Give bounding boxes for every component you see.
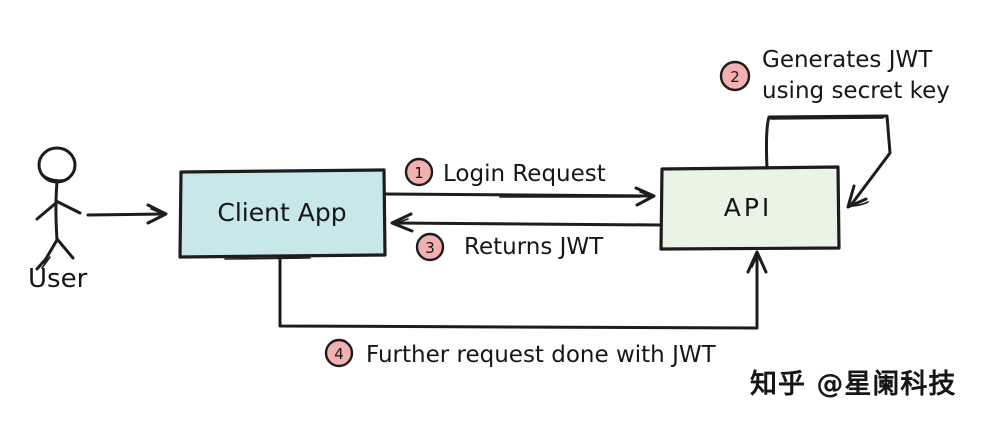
api-box (659, 165, 841, 251)
step-2-number: 2 (730, 68, 740, 86)
returns-jwt-arrowhead-sketch (395, 218, 409, 224)
client-app-label: Client App (217, 198, 346, 227)
watermark: 知乎 @星阑科技 (750, 369, 956, 400)
arrow-user-to-client (86, 203, 168, 225)
step-3-badge: 3 Returns JWT (415, 232, 604, 262)
arrow-login-request (383, 186, 656, 207)
further-request-shaft (278, 252, 759, 330)
login-request-shaft (383, 192, 653, 198)
arrow-returns-jwt (390, 212, 662, 233)
generates-jwt-arrowhead-sketch (848, 201, 869, 207)
returns-jwt-arrowhead-icon (390, 212, 414, 233)
step-4-badge: 4 Further request done with JWT (324, 338, 717, 368)
step-2-label-line2: using secret key (762, 78, 950, 104)
stick-figure-right-arm-icon (54, 199, 82, 215)
further-request-arrowhead-sketch (751, 255, 758, 268)
generates-jwt-loop-shaft (764, 114, 892, 207)
login-request-arrowhead-sketch (639, 191, 653, 197)
step-1-label: Login Request (443, 161, 606, 187)
step-1-number: 1 (414, 164, 424, 182)
step-3-badge-circle (415, 232, 445, 262)
stick-figure-left-arm-icon (35, 201, 58, 221)
stick-figure-body-icon (54, 180, 59, 242)
client-app-node: Client App (178, 168, 387, 260)
stick-figure-head-icon (37, 146, 77, 184)
stick-figure-right-leg-icon (55, 237, 75, 260)
step-4-number: 4 (334, 345, 344, 363)
step-3-number: 3 (425, 239, 435, 257)
login-request-arrowhead-icon (634, 186, 656, 207)
step-2-badge-circle (719, 60, 751, 92)
stick-figure-left-leg-sketch (41, 256, 51, 269)
arrow-user-head-icon (146, 203, 168, 225)
step-3-label: Returns JWT (464, 234, 604, 260)
step-4-label: Further request done with JWT (366, 342, 717, 368)
user-label: User (28, 264, 88, 294)
arrow-user-head-sketch (150, 208, 165, 215)
client-app-box-sketch (224, 257, 311, 260)
client-app-box (178, 168, 387, 259)
arrow-user-shaft (86, 212, 165, 217)
stick-figure-head-sketch (40, 172, 70, 181)
user-actor: User (28, 146, 88, 294)
api-label: API (724, 193, 773, 222)
stick-figure-left-leg-icon (35, 238, 59, 271)
generates-jwt-arrowhead-icon (846, 184, 868, 209)
step-2-badge: 2 Generates JWT using secret key (719, 47, 950, 104)
returns-jwt-shaft (392, 221, 662, 227)
step-4-badge-circle (324, 338, 354, 368)
generates-jwt-loop-sketch (770, 117, 884, 120)
step-1-badge-circle (404, 157, 434, 187)
step-1-badge: 1 Login Request (404, 157, 606, 187)
arrow-further-request (278, 250, 768, 330)
loop-generates-jwt (764, 114, 892, 209)
api-node: API (659, 165, 841, 251)
further-request-arrowhead-icon (746, 250, 768, 274)
step-2-label-line1: Generates JWT (762, 47, 933, 73)
